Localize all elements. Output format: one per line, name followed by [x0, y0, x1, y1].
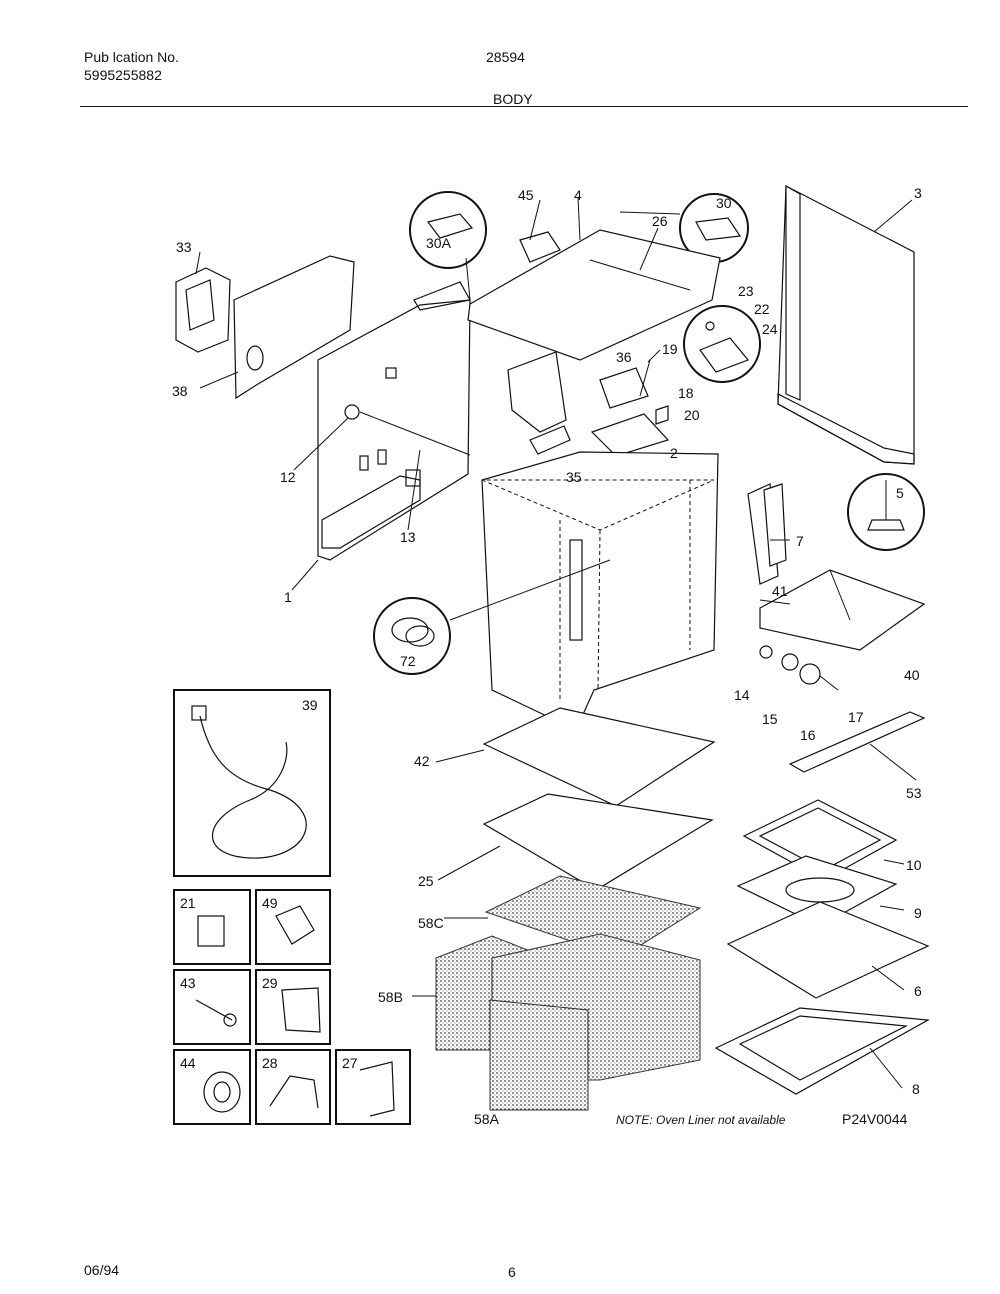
section-title: BODY: [493, 91, 533, 107]
callout-38: 38: [172, 383, 188, 399]
callout-35: 35: [566, 469, 582, 485]
oven-liner-note: NOTE: Oven Liner not available: [616, 1113, 786, 1127]
part-4-top-panel: [467, 197, 721, 361]
callout-39: 39: [302, 697, 318, 713]
callout-7: 7: [796, 533, 804, 549]
callout-30a: 30A: [426, 235, 452, 251]
box-49: [255, 889, 331, 965]
callout-19: 19: [662, 341, 678, 357]
callout-17: 17: [848, 709, 864, 725]
callout-40: 40: [904, 667, 920, 683]
callout-21: 21: [180, 895, 196, 911]
callout-2: 2: [670, 445, 678, 461]
box-39-cord: [173, 689, 331, 877]
leader-12: [293, 417, 349, 471]
callout-22: 22: [754, 301, 770, 317]
part-53-rail: [788, 711, 926, 781]
callout-36: 36: [616, 349, 632, 365]
part-1-side-panel: [291, 281, 471, 591]
callout-10: 10: [906, 857, 922, 873]
publication-label: Pub lcation No.: [84, 49, 179, 65]
callout-25: 25: [418, 873, 434, 889]
callout-28: 28: [262, 1055, 278, 1071]
footer-date: 06/94: [84, 1262, 120, 1278]
part-7-hinges: [747, 483, 790, 585]
parts-14-17-light: [759, 645, 839, 691]
model-number: 28594: [486, 49, 525, 65]
callout-1: 1: [284, 589, 292, 605]
callout-72: 72: [400, 653, 416, 669]
box-21: [173, 889, 251, 965]
part-35-36-bracket: [507, 349, 670, 457]
part-3-back-panel: [777, 184, 915, 465]
callout-14: 14: [734, 687, 750, 703]
callout-16: 16: [800, 727, 816, 743]
callout-20: 20: [684, 407, 700, 423]
leader-13: [407, 449, 421, 531]
callout-58b: 58B: [378, 989, 403, 1005]
parts-58-insulation: [412, 875, 702, 1111]
detail-72: [373, 597, 451, 675]
part-40-vent: [759, 569, 926, 651]
callout-30: 30: [716, 195, 732, 211]
callout-23: 23: [738, 283, 754, 299]
callout-8: 8: [912, 1081, 920, 1097]
callout-58a: 58A: [474, 1111, 500, 1127]
callout-49: 49: [262, 895, 278, 911]
callout-26: 26: [652, 213, 668, 229]
callout-9: 9: [914, 905, 922, 921]
callout-58c: 58C: [418, 915, 444, 931]
callout-45: 45: [518, 187, 534, 203]
detail-22-23-24: [683, 305, 761, 383]
callout-5: 5: [896, 485, 904, 501]
parts-6-8-9-10-racks: [714, 799, 930, 1095]
header-rule: [80, 106, 968, 107]
detail-5-leveler: [847, 473, 925, 551]
publication-number: 5995255882: [84, 67, 162, 83]
box-43: [173, 969, 251, 1045]
box-29: [255, 969, 331, 1045]
part-33-bracket: [175, 251, 231, 353]
box-27: [335, 1049, 411, 1125]
box-28: [255, 1049, 331, 1125]
callout-13: 13: [400, 529, 416, 545]
callout-18-top: 18: [678, 385, 694, 401]
box-44: [173, 1049, 251, 1125]
callout-27: 27: [342, 1055, 358, 1071]
callout-43: 43: [180, 975, 196, 991]
callout-41: 41: [772, 583, 788, 599]
callout-42: 42: [414, 753, 430, 769]
detail-30a: [409, 191, 487, 301]
page-number: 6: [508, 1264, 516, 1280]
part-38-insulation: [199, 255, 355, 400]
callout-15: 15: [762, 711, 778, 727]
callout-6: 6: [914, 983, 922, 999]
part-25-lower-panel: [437, 793, 714, 891]
part-42-bottom-panel: [435, 707, 716, 807]
oven-body: [449, 451, 719, 731]
callout-12: 12: [280, 469, 296, 485]
callout-44: 44: [180, 1055, 196, 1071]
callout-labels: 45 4 26 30 3 30A 33 23 22 24 19 36 38 18…: [172, 185, 922, 1127]
diagram-code: P24V0044: [842, 1111, 908, 1127]
callout-4: 4: [574, 187, 582, 203]
callout-24: 24: [762, 321, 778, 337]
callout-29: 29: [262, 975, 278, 991]
callout-3: 3: [914, 185, 922, 201]
callout-33: 33: [176, 239, 192, 255]
callout-53: 53: [906, 785, 922, 801]
